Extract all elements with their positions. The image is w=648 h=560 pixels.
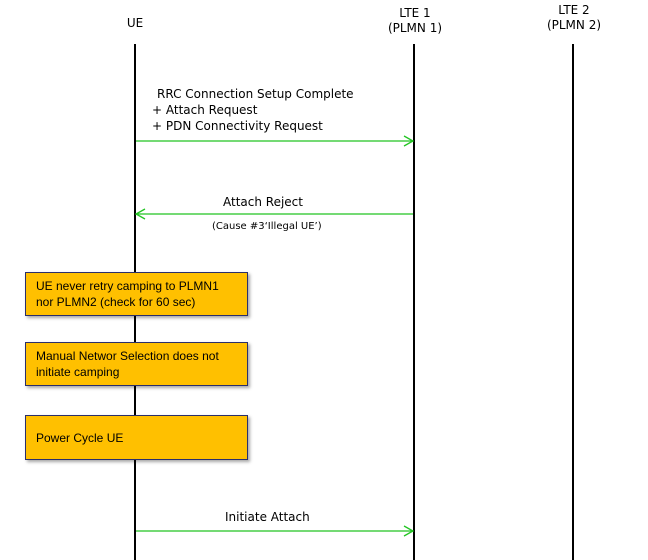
message-pdn-connectivity-label: + PDN Connectivity Request [152,119,323,133]
note-no-retry-line2: nor PLMN2 (check for 60 sec) [36,295,196,309]
lifeline-lte2 [572,44,574,560]
message-rrc-setup-complete-label: RRC Connection Setup Complete [157,87,354,101]
arrow-rrc-setup-complete [136,135,415,147]
entity-lte1-plmn: (PLMN 1) [387,21,443,35]
message-initiate-attach-label: Initiate Attach [225,510,310,524]
arrow-initiate-attach [136,525,415,537]
entity-ue: UE [115,16,155,31]
message-attach-reject-label: Attach Reject [223,195,303,209]
lifeline-lte1 [413,44,415,560]
note-power-cycle-ue: Power Cycle UE [25,415,248,460]
note-power-cycle-line1: Power Cycle UE [36,431,124,445]
message-attach-request-label: + Attach Request [152,103,258,117]
entity-lte2-label: LTE 2 [558,3,590,17]
note-no-retry-camping: UE never retry camping to PLMN1 nor PLMN… [25,272,248,316]
entity-lte1: LTE 1 (PLMN 1) [374,6,456,36]
note-manual-network-selection: Manual Networ Selection does not initiat… [25,342,248,386]
entity-lte1-label: LTE 1 [399,6,431,20]
entity-lte2-plmn: (PLMN 2) [546,18,602,32]
arrow-attach-reject [134,208,413,220]
message-attach-reject-cause: (Cause #3‘Illegal UE’) [212,221,322,232]
note-manual-selection-line1: Manual Networ Selection does not [36,349,219,363]
note-no-retry-line1: UE never retry camping to PLMN1 [36,279,219,293]
note-manual-selection-line2: initiate camping [36,365,120,379]
entity-ue-label: UE [126,16,144,30]
entity-lte2: LTE 2 (PLMN 2) [533,3,615,33]
